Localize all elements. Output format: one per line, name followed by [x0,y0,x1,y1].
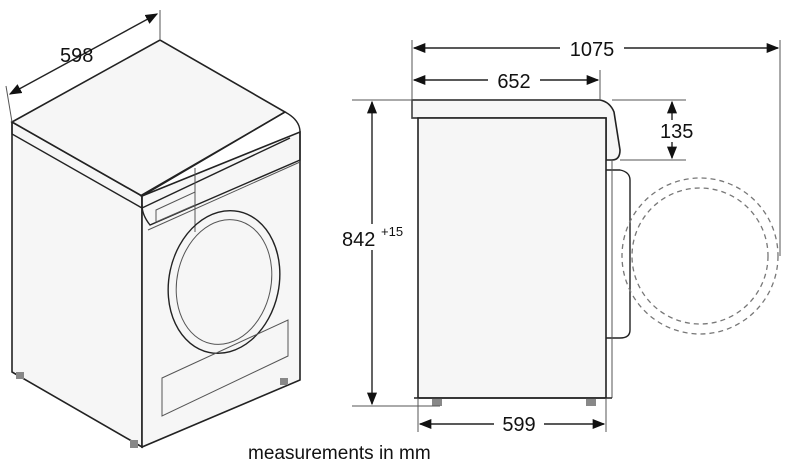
kick-plate [161,319,289,417]
foot [280,378,288,385]
label-599: 599 [502,414,535,436]
door-profile [606,169,631,339]
label-598: 598 [60,45,93,67]
label-652: 652 [497,71,530,93]
perspective-dryer-icon [10,39,301,449]
caption: measurements in mm [248,443,431,464]
label-842-tolerance: +15 [381,224,403,239]
side-dryer-icon [411,99,631,406]
door-swing-inner [631,187,769,325]
dim-width-598: 598 [5,10,161,123]
label-1075: 1075 [570,39,615,61]
door-inner [175,219,273,345]
dim-depth-652: 652 [412,68,600,93]
foot [586,398,596,406]
door-outer [167,209,281,355]
door-swing-icon [621,177,779,335]
door-swing-outer [621,177,779,335]
foot [130,440,138,448]
dim-height-842: 842 +15 [340,100,408,406]
label-135: 135 [660,121,693,143]
dim-height-135: 135 [660,100,702,160]
dim-depth-599: 599 [418,412,606,436]
foot [16,372,24,379]
dim-depth-1075: 1075 [412,36,780,61]
foot [432,398,442,406]
side-body [417,117,607,399]
label-842: 842 [342,229,375,251]
